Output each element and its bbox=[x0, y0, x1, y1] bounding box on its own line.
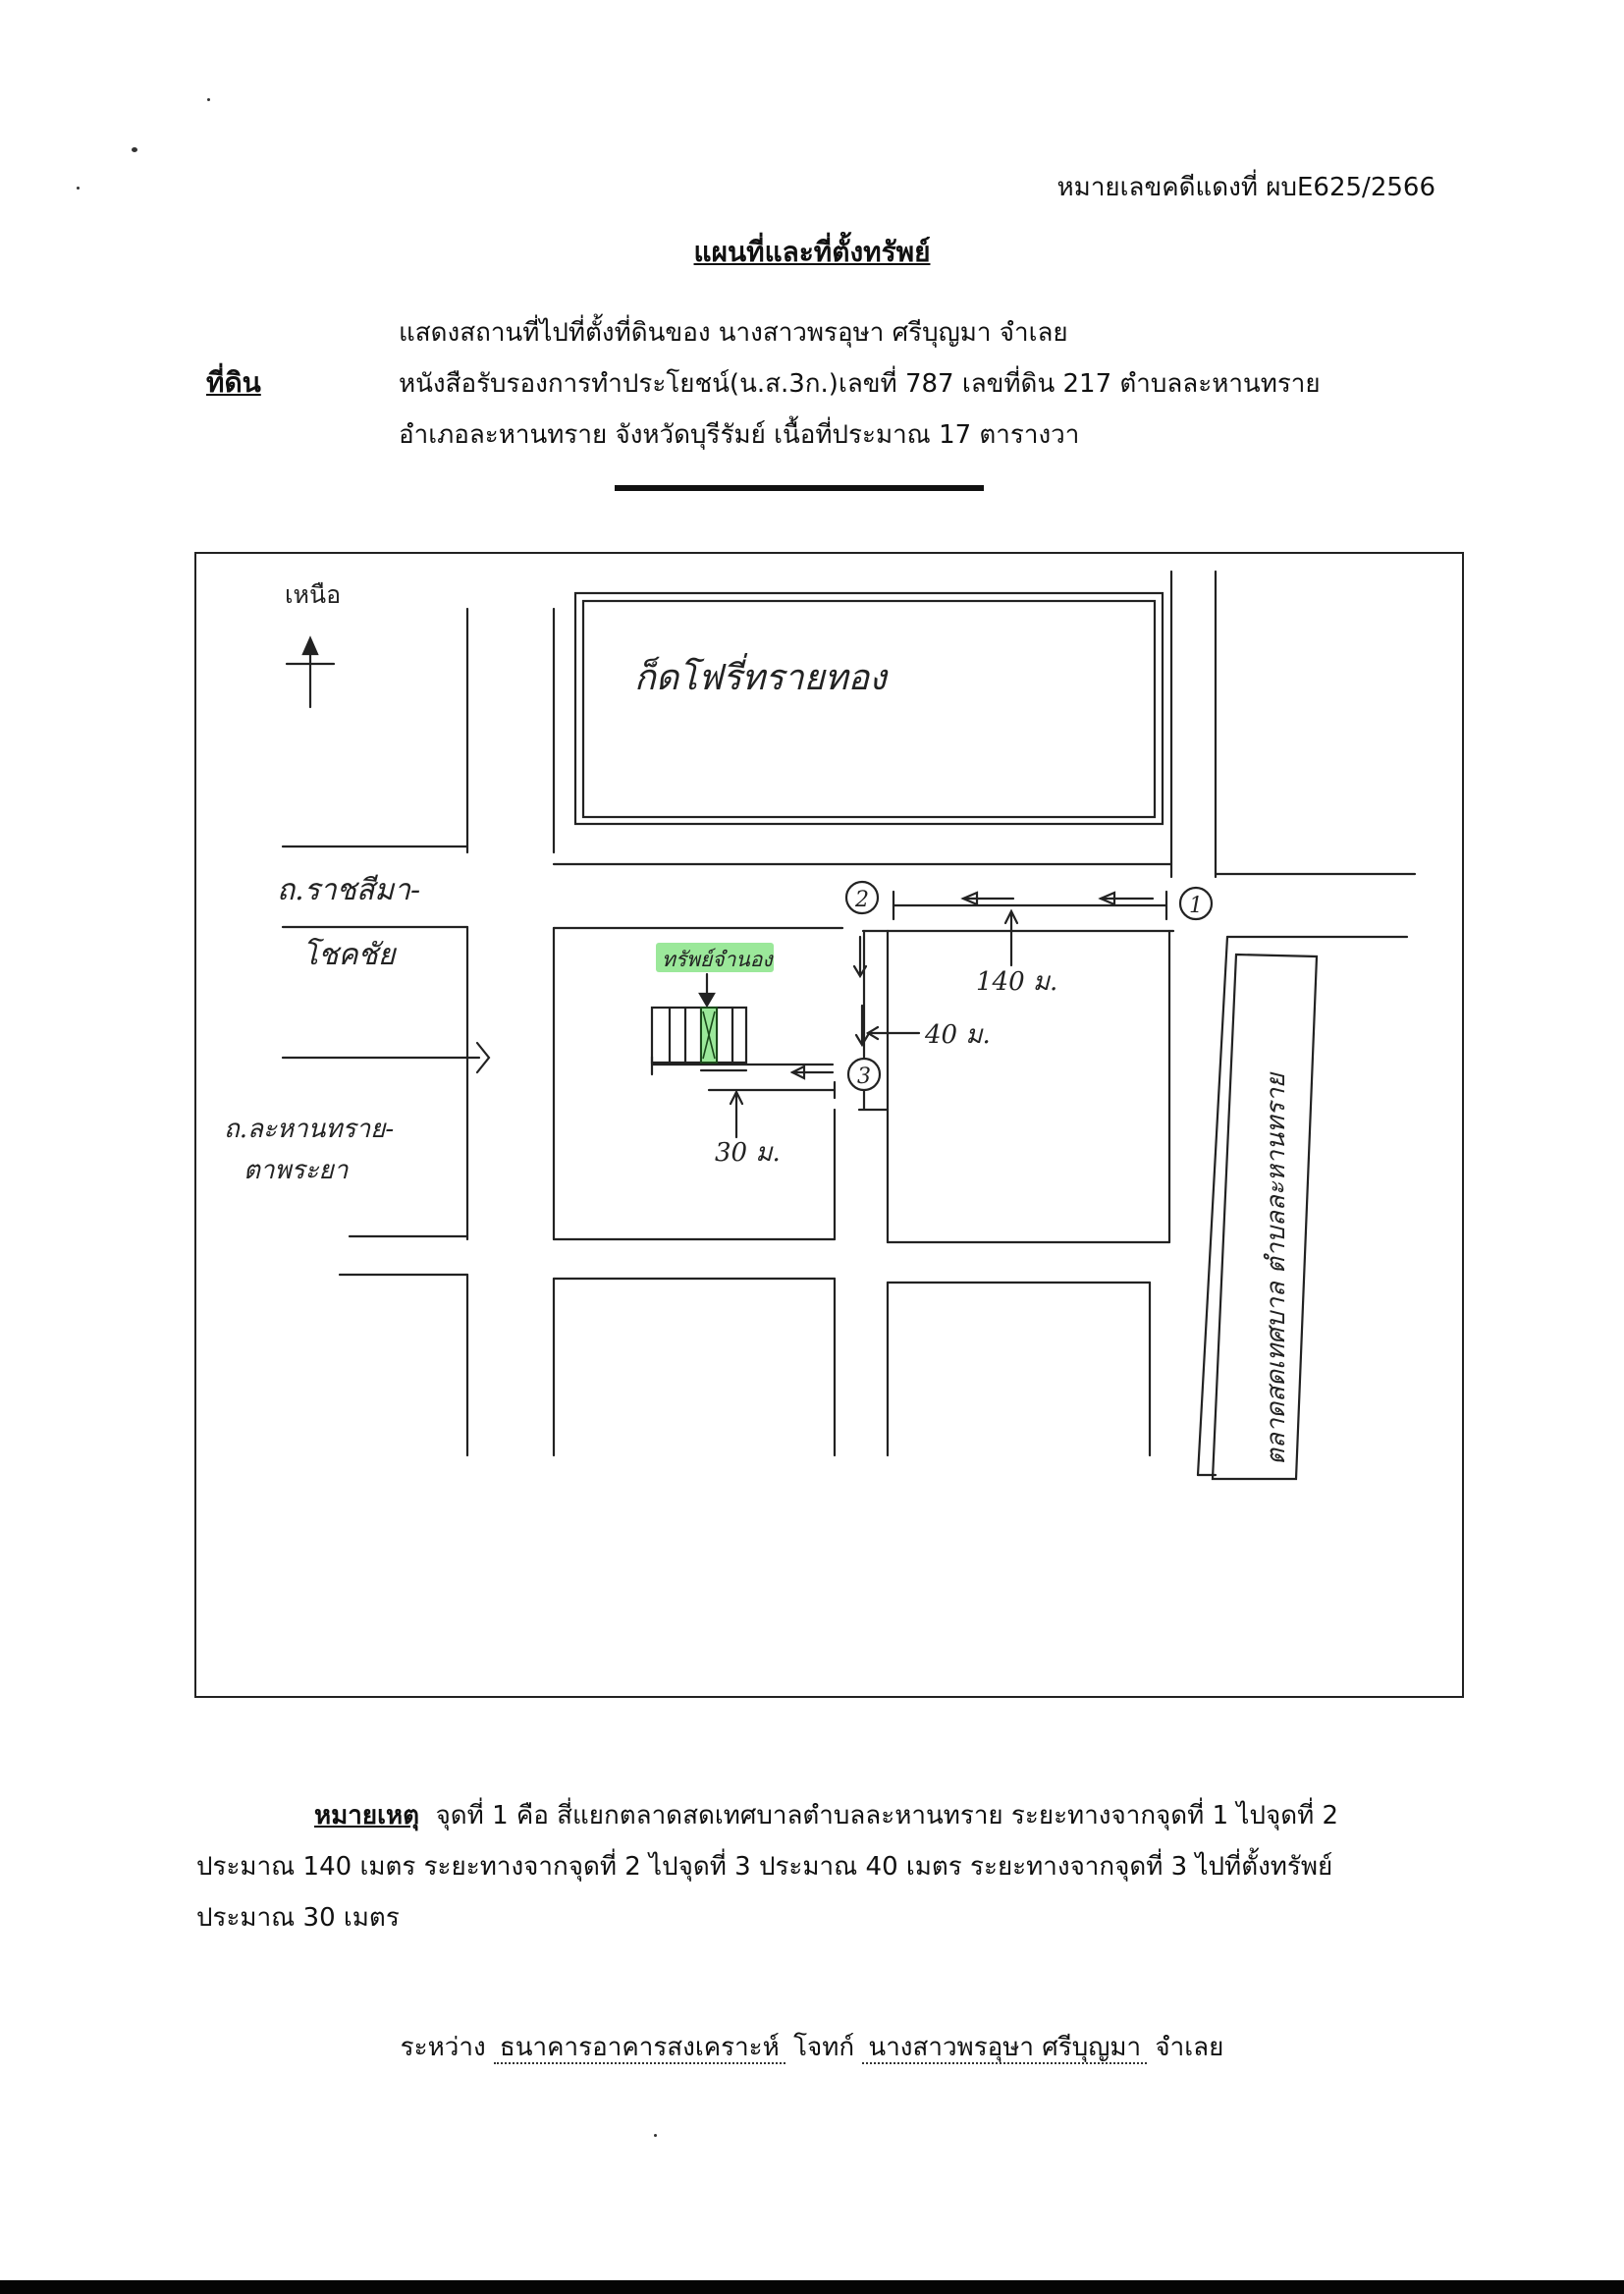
road-label-1: ถ.ราชสีมา- bbox=[277, 873, 420, 907]
point-marker-2: 2 bbox=[844, 880, 880, 915]
north-arrow-icon bbox=[285, 635, 336, 709]
svg-text:1: 1 bbox=[1189, 894, 1203, 918]
field-block bbox=[573, 591, 1164, 826]
between-label: ระหว่าง bbox=[400, 2033, 486, 2062]
property-row bbox=[650, 1006, 748, 1065]
field-block-label: ก็ดโฟรี่ทรายทอง bbox=[634, 652, 889, 698]
scan-speck bbox=[132, 147, 137, 152]
description-line-2: หนังสือรับรองการทำประโยชน์(น.ส.3ก.)เลขที… bbox=[399, 369, 1321, 399]
plaintiff-name: ธนาคารอาคารสงเคราะห์ bbox=[493, 2033, 785, 2064]
title-rule bbox=[615, 485, 984, 491]
remarks-text: จุดที่ 1 คือ สี่แยกตลาดสดเทศบาลตำบลละหาน… bbox=[196, 1801, 1339, 1933]
description-line-3: อำเภอละหานทราย จังหวัดบุรีรัมย์ เนื้อที่… bbox=[399, 420, 1080, 450]
description-line-1: แสดงสถานที่ไปที่ตั้งที่ดินของ นางสาวพรอุ… bbox=[399, 318, 1068, 348]
point-marker-3: 3 bbox=[846, 1057, 882, 1092]
distance-30: 30 ม. bbox=[715, 1138, 781, 1168]
party-line: ระหว่าง ธนาคารอาคารสงเคราะห์ โจทก์ นางสา… bbox=[0, 2027, 1624, 2067]
svg-text:2: 2 bbox=[854, 888, 869, 912]
defendant-name: นางสาวพรอุษา ศรีบุญมา bbox=[862, 2033, 1148, 2064]
scan-speck bbox=[654, 2134, 657, 2137]
scan-speck bbox=[207, 98, 210, 101]
distance-40: 40 ม. bbox=[924, 1020, 991, 1050]
scan-border bbox=[0, 2280, 1624, 2294]
market-block bbox=[1211, 953, 1319, 1481]
remarks: หมายเหตุ จุดที่ 1 คือ สี่แยกตลาดสดเทศบาล… bbox=[196, 1790, 1435, 1943]
property-tag: ทรัพย์จำนอง bbox=[662, 948, 774, 971]
road-label-2b: ตาพระยา bbox=[244, 1156, 350, 1185]
north-label: เหนือ bbox=[285, 580, 341, 609]
document-title: แผนที่และที่ตั้งทรัพย์ bbox=[693, 236, 931, 268]
road-label-2: ถ.ละหานทราย- bbox=[224, 1115, 394, 1144]
case-number: หมายเลขคดีแดงที่ ผบE625/2566 bbox=[1056, 173, 1435, 202]
road-label-1b: โชคชัย bbox=[302, 937, 398, 972]
hand-drawn-map: 1 2 3 เหนือ ก็ดโฟรี่ทรายทอง ถ.ราชสีมา- โ… bbox=[224, 570, 1417, 1481]
map-frame bbox=[194, 552, 1464, 1698]
defendant-role: จำเลย bbox=[1155, 2033, 1224, 2062]
distance-140: 140 ม. bbox=[976, 967, 1057, 997]
market-label: ตลาดสดเทศบาล ตำบลละหานทราย bbox=[1262, 1071, 1291, 1465]
remarks-heading: หมายเหตุ bbox=[314, 1801, 420, 1830]
land-label: ที่ดิน bbox=[206, 366, 261, 399]
point-marker-1: 1 bbox=[1178, 886, 1214, 921]
plaintiff-role: โจทก์ bbox=[793, 2033, 855, 2062]
scan-speck bbox=[77, 187, 80, 190]
svg-text:3: 3 bbox=[857, 1065, 871, 1089]
